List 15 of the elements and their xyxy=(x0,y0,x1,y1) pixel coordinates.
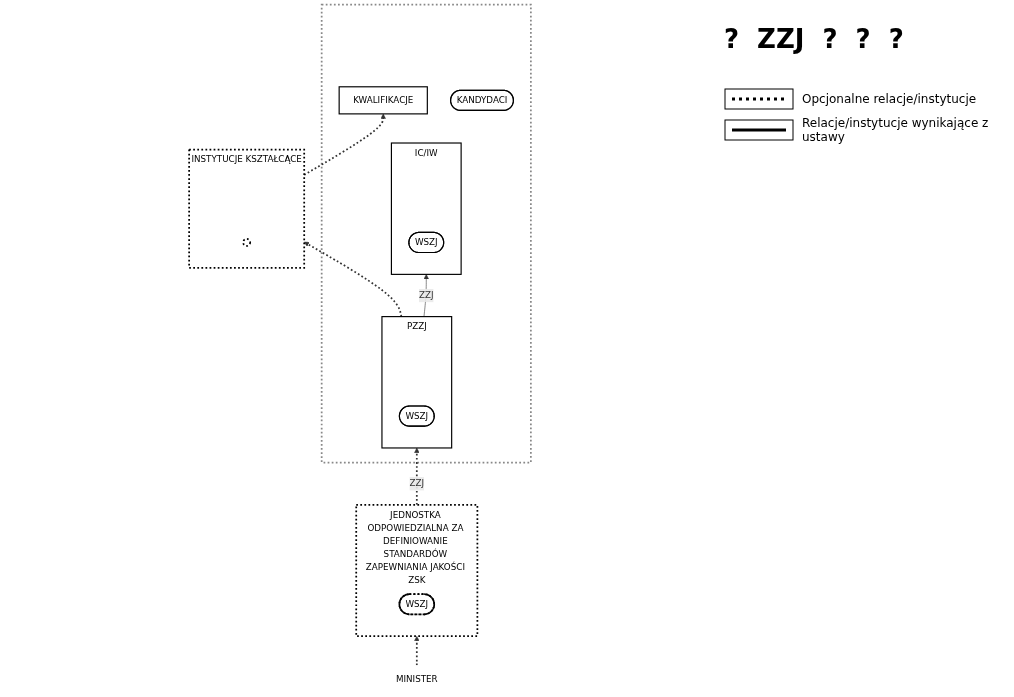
legend-text: Relacje/instytucje wynikające z ustawy xyxy=(802,116,990,144)
edge-label: ZZJ xyxy=(419,290,434,301)
annotation-text: ? xyxy=(855,24,871,54)
node-text: MINISTER xyxy=(395,673,438,684)
annotation-text: ? xyxy=(888,24,904,54)
annotation-text: ? xyxy=(822,24,838,54)
arrow xyxy=(414,635,420,667)
annotation-text: ? xyxy=(724,24,740,54)
edge-label: ZZJ xyxy=(409,478,425,489)
legend-text: Opcjonalne relacje/instytucje xyxy=(802,92,977,106)
cluster: INSTYTUCJE KSZTAŁCĄCE xyxy=(188,148,306,269)
cluster xyxy=(320,3,532,464)
annotation-text: ZZJ xyxy=(757,24,805,54)
node-circle xyxy=(242,238,252,247)
node-box: KWALIFIKACJE xyxy=(338,86,428,115)
